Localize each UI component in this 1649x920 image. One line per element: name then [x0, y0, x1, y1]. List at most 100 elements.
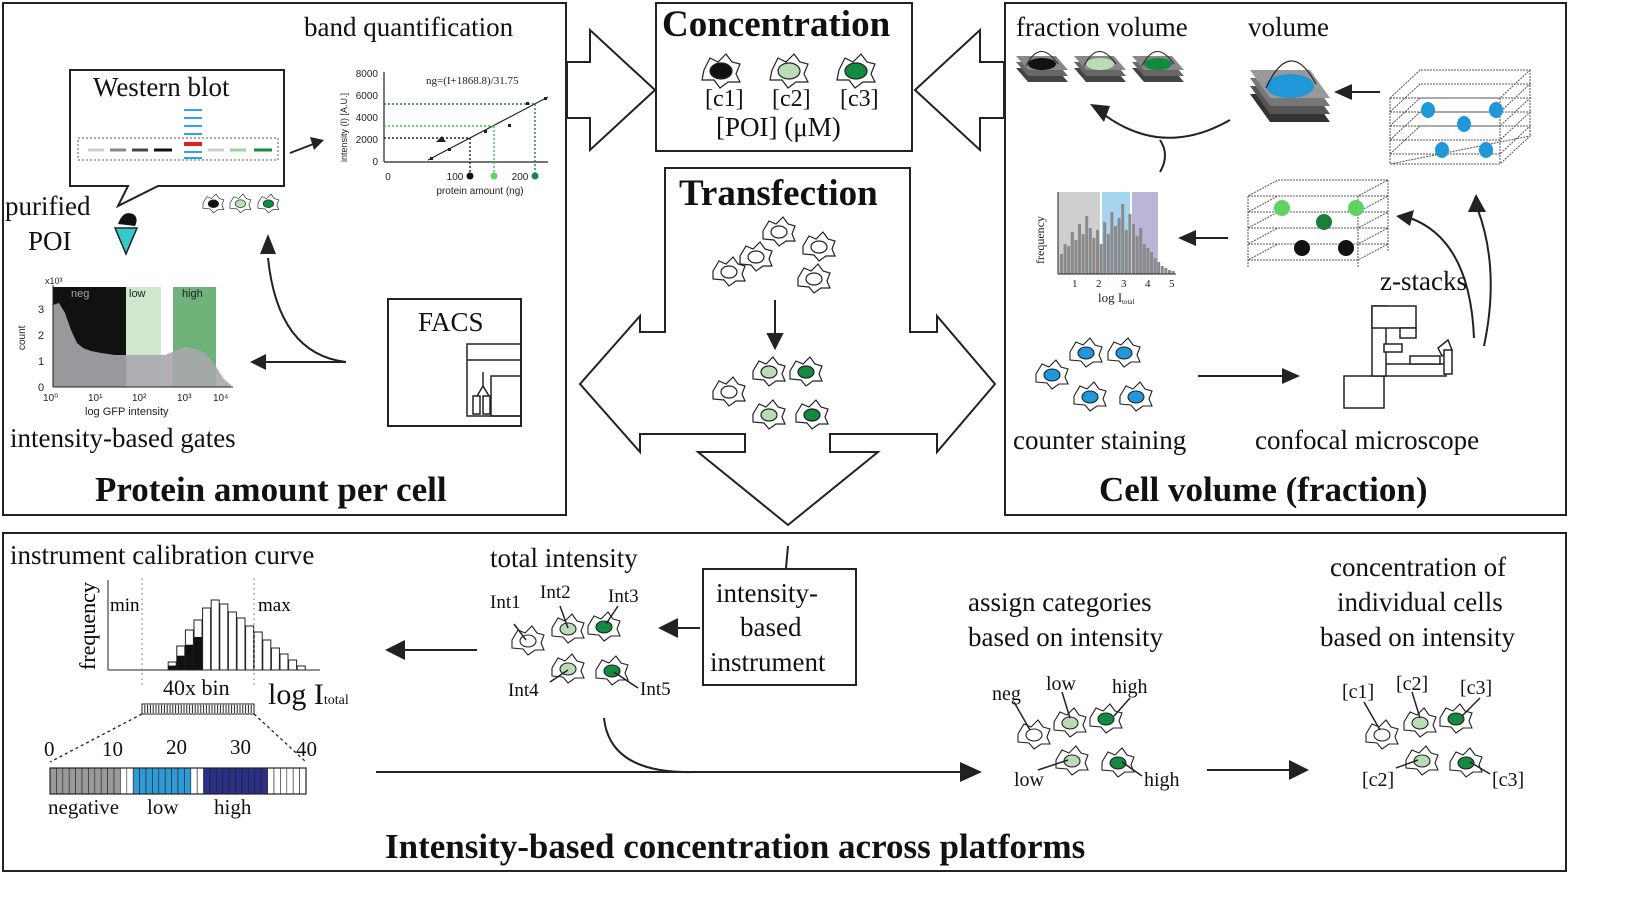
protein-amount-title: Protein amount per cell — [95, 470, 447, 509]
hist-bar — [1124, 230, 1128, 274]
conc-label-c2: [c2] — [772, 86, 811, 112]
assign-cat-label: neg — [992, 683, 1021, 705]
cell-icon — [701, 53, 741, 89]
assign-cells: neg low high low high — [992, 673, 1180, 791]
vh-xtick: 3 — [1121, 278, 1127, 290]
scale-cat-negative: negative — [48, 795, 119, 819]
scale-bin — [164, 767, 172, 795]
hist-bar — [1153, 258, 1157, 274]
hist-bar — [1117, 218, 1121, 274]
scale-bin — [203, 767, 211, 795]
microscope-icon — [1343, 305, 1453, 409]
scale-bin — [235, 767, 243, 795]
assign-cat-label: high — [1144, 769, 1180, 791]
calibration-histogram: frequency min max — [75, 578, 320, 688]
tube-icon — [113, 213, 139, 256]
scale-bin — [145, 767, 153, 795]
scale-bin — [81, 767, 89, 795]
cell-volume-title: Cell volume (fraction) — [1099, 470, 1428, 509]
hist-bar — [1088, 228, 1092, 274]
hist-bar — [1103, 222, 1107, 274]
gates-label: intensity-based gates — [10, 423, 236, 453]
scale-bin — [94, 767, 102, 795]
calib-bar — [279, 653, 289, 671]
poi-label: [POI] (μM) — [716, 112, 841, 142]
fraction-volume-label: fraction volume — [1016, 12, 1188, 42]
hist-bar — [1150, 252, 1153, 274]
int-label: Int4 — [508, 680, 539, 701]
volume-histogram: frequency 1 2 3 4 5 log I total — [1033, 192, 1176, 306]
calib-bar — [202, 607, 212, 671]
bin-scale: 0 10 20 30 40 negative low high — [44, 703, 317, 819]
scale-bin — [209, 767, 217, 795]
assign-to-conc-arrow — [1207, 760, 1309, 780]
facs-xlabel: log GFP intensity — [85, 406, 169, 418]
calib-bar — [219, 603, 229, 671]
hist-bar — [1168, 270, 1171, 274]
counter-staining-cells — [1035, 337, 1153, 412]
conc-label-c3: [c3] — [840, 86, 879, 112]
scale-bin — [113, 767, 121, 795]
scale-bin — [196, 767, 204, 795]
calib-ytick: 6000 — [356, 91, 379, 102]
calib-bar — [210, 599, 220, 671]
scale-bin — [75, 767, 83, 795]
calib-ytick: 0 — [372, 157, 378, 168]
scale-cat-high: high — [214, 795, 252, 819]
int-label: Int2 — [540, 582, 571, 603]
assign-label-2: based on intensity — [968, 622, 1163, 652]
hist-bar — [1096, 230, 1099, 274]
hist-bar — [1085, 216, 1089, 274]
scale-bin — [267, 767, 275, 795]
scale-tick: 10 — [102, 737, 123, 761]
vh-xlabel: log I — [1098, 290, 1122, 305]
calib-bar-dark — [168, 665, 177, 670]
facs-xtick: 10¹ — [88, 393, 103, 404]
purified-poi-label-1: purified — [5, 191, 91, 221]
vh-xtick: 4 — [1145, 278, 1151, 290]
z-stack-cube-top — [1388, 69, 1532, 165]
facs-box — [387, 298, 522, 427]
calib-xtick: 0 — [385, 172, 391, 183]
facs-ytick: 3 — [38, 304, 44, 316]
scale-tick: 40 — [296, 737, 317, 761]
vh-xlabel-sub: total — [1122, 298, 1134, 306]
hist-bar — [1060, 254, 1063, 274]
calib-bar — [270, 647, 280, 671]
calib-equation: ng=(I+1868.8)/31.75 — [426, 75, 519, 87]
calib-ytick: 2000 — [356, 135, 379, 146]
int-label: Int1 — [490, 592, 521, 613]
log-i-main: log I — [268, 678, 324, 711]
hist-bar — [1135, 236, 1139, 274]
scale-bin — [56, 767, 64, 795]
hist-bar — [1114, 226, 1117, 274]
min-label: min — [110, 595, 140, 616]
facs-exponent: x10³ — [45, 276, 63, 286]
calib-ylabel: intensity (I) [A.U.] — [339, 93, 349, 162]
hist-bar — [1074, 240, 1078, 274]
max-label: max — [258, 595, 291, 616]
scale-bin — [273, 767, 281, 795]
calib-bar — [227, 611, 237, 671]
facs-histogram: x10³ neg low high 3 2 1 0 count 10⁰ 10¹ … — [17, 276, 233, 418]
scale-bin — [299, 767, 307, 795]
total-intensity-cells: Int1 Int2 Int3 Int4 Int5 — [490, 582, 671, 701]
hist-bar — [1164, 268, 1168, 274]
left-panel-arrows — [250, 234, 347, 370]
purified-poi-label-2: POI — [28, 226, 72, 256]
facs-xtick: 10⁰ — [43, 393, 58, 404]
hist-bar — [1132, 224, 1135, 274]
calib-bar-dark — [185, 644, 194, 670]
facs-ylabel: count — [17, 325, 28, 350]
frequency-label: frequency — [75, 582, 100, 670]
scale-bin — [152, 767, 160, 795]
hist-bar — [1139, 228, 1143, 274]
counter-staining-label: counter staining — [1013, 425, 1187, 455]
calib-xtick: 200 — [512, 172, 529, 183]
facs-gate-high: high — [182, 288, 203, 300]
scale-bin — [171, 767, 179, 795]
to-calibration-arrow — [385, 640, 477, 660]
scale-bin — [49, 767, 57, 795]
calib-ytick: 8000 — [356, 69, 379, 80]
